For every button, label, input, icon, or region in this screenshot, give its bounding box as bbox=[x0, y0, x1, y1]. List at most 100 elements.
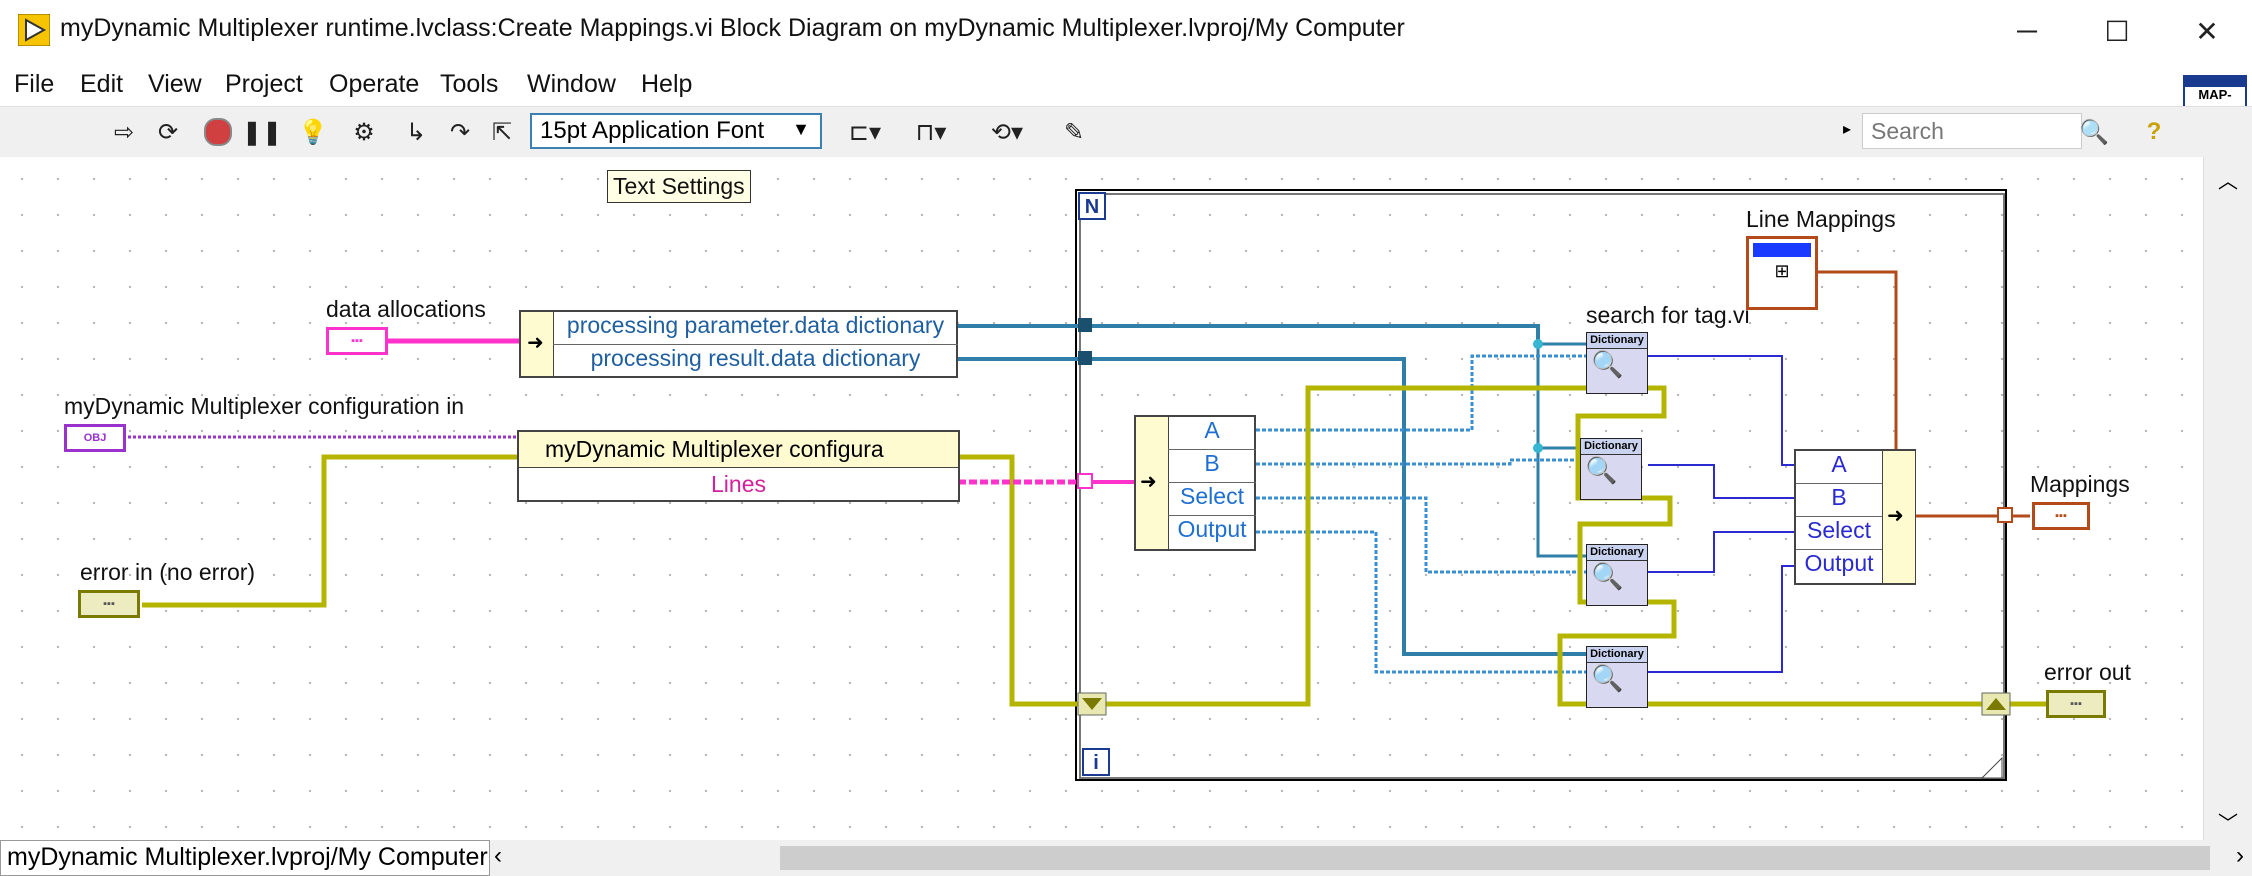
menu-operate[interactable]: Operate bbox=[329, 70, 420, 98]
unbundle-config-lines: Lines bbox=[711, 471, 766, 497]
dictionary-tunnel-2 bbox=[1078, 351, 1092, 365]
magnifier-icon: 🔍 bbox=[1591, 349, 1624, 379]
dictionary-wire-1 bbox=[958, 324, 1540, 344]
config-in-terminal[interactable]: OBJ bbox=[64, 424, 126, 452]
data-allocations-terminal[interactable]: ▪▪▪ bbox=[326, 327, 388, 355]
scroll-right-icon[interactable]: › bbox=[2236, 842, 2244, 869]
bundle-line-output: Output bbox=[1804, 550, 1874, 576]
mappings-terminal[interactable]: ▪▪▪ bbox=[2032, 502, 2090, 530]
step-into-icon[interactable]: ↳ bbox=[405, 118, 427, 146]
search-for-tag-subvi-4[interactable]: Dictionary🔍 bbox=[1586, 646, 1648, 708]
cleanup-diagram-icon[interactable]: ✎ bbox=[1063, 118, 1085, 146]
vertical-scrollbar[interactable]: ︿ ﹀ bbox=[2203, 157, 2252, 840]
pause-icon[interactable]: ❚❚ bbox=[241, 118, 283, 146]
dictionary-wire-2 bbox=[958, 357, 1586, 656]
search-expand-icon[interactable]: ▸ bbox=[1843, 121, 1852, 138]
junction-dot bbox=[1533, 443, 1543, 453]
menu-edit[interactable]: Edit bbox=[80, 70, 124, 98]
mappings-output-tunnel bbox=[1997, 507, 2013, 523]
context-status: myDynamic Multiplexer.lvproj/My Computer bbox=[0, 840, 490, 876]
unbundle-line-node[interactable]: ➜ A B Select Output bbox=[1134, 415, 1256, 551]
reorder-icon[interactable]: ⟲▾ bbox=[990, 118, 1024, 146]
unbundle-dictionary-node[interactable]: ➜ processing parameter.data dictionary p… bbox=[519, 310, 958, 378]
search-icon[interactable]: 🔍 bbox=[2079, 118, 2109, 146]
unbundle-line-select: Select bbox=[1168, 483, 1256, 516]
distribute-objects-icon[interactable]: ⊓▾ bbox=[915, 118, 947, 146]
tag-select-wire bbox=[1256, 496, 1586, 574]
menu-project[interactable]: Project bbox=[225, 70, 303, 98]
line-mappings-wire bbox=[1818, 270, 1898, 452]
menu-view[interactable]: View bbox=[148, 70, 202, 98]
step-out-icon[interactable]: ⇱ bbox=[491, 118, 513, 146]
scroll-up-icon[interactable]: ︿ bbox=[2218, 171, 2238, 193]
magnifier-icon: 🔍 bbox=[1591, 561, 1624, 591]
unbundle-arrow-icon: ➜ bbox=[521, 312, 554, 376]
unbundle-row-parameter: processing parameter.data dictionary bbox=[553, 312, 958, 345]
align-objects-icon[interactable]: ⊏▾ bbox=[848, 118, 882, 146]
out-output-wire bbox=[1648, 565, 1796, 673]
search-for-tag-label: search for tag.vi bbox=[1586, 302, 1750, 328]
subvi-header: Dictionary bbox=[1581, 439, 1641, 455]
title-bar: myDynamic Multiplexer runtime.lvclass:Cr… bbox=[0, 0, 2252, 63]
out-select-wire bbox=[1648, 531, 1796, 573]
abort-icon[interactable] bbox=[200, 115, 236, 149]
unbundle-arrow-icon: ➜ bbox=[1140, 471, 1157, 493]
search-for-tag-subvi-2[interactable]: Dictionary🔍 bbox=[1580, 438, 1642, 500]
subvi-header: Dictionary bbox=[1587, 647, 1647, 663]
unbundle-line-b: B bbox=[1168, 450, 1256, 483]
minimize-button[interactable]: ─ bbox=[2017, 15, 2037, 46]
subvi-header: Dictionary bbox=[1587, 333, 1647, 349]
loop-count-terminal[interactable]: N bbox=[1078, 192, 1106, 220]
labview-app-icon bbox=[18, 14, 50, 46]
for-loop-frame bbox=[1075, 189, 2007, 781]
error-in-label: error in (no error) bbox=[80, 559, 256, 585]
menu-tools[interactable]: Tools bbox=[440, 70, 499, 98]
line-mappings-constant[interactable]: ⊞ bbox=[1746, 236, 1818, 310]
menu-file[interactable]: File bbox=[14, 70, 55, 98]
subvi-header: Dictionary bbox=[1587, 545, 1647, 561]
config-in-label: myDynamic Multiplexer configuration in bbox=[64, 393, 465, 419]
search-for-tag-subvi-1[interactable]: Dictionary🔍 bbox=[1586, 332, 1648, 394]
error-out-terminal[interactable]: ▪▪▪ bbox=[2046, 690, 2106, 718]
bundle-arrow-icon: ➜ bbox=[1887, 505, 1904, 527]
dictionary-branch bbox=[1536, 344, 1586, 558]
retain-wire-values-icon[interactable]: ⚙ bbox=[353, 118, 375, 146]
text-settings-tooltip: Text Settings bbox=[607, 170, 751, 203]
line-mappings-label: Line Mappings bbox=[1746, 206, 1896, 232]
error-out-label: error out bbox=[2044, 659, 2131, 685]
search-placeholder: Search bbox=[1871, 118, 1944, 144]
font-select[interactable]: 15pt Application Font ▼ bbox=[530, 113, 822, 149]
error-wire-to-loop bbox=[958, 454, 1092, 707]
unbundle-config-node[interactable]: myDynamic Multiplexer configura Lines bbox=[517, 430, 960, 502]
chevron-down-icon: ▼ bbox=[792, 119, 810, 139]
unbundle-line-output: Output bbox=[1177, 516, 1247, 542]
lines-auto-index-tunnel bbox=[1077, 473, 1093, 489]
run-continuously-icon[interactable]: ⟳ bbox=[157, 118, 179, 146]
cluster-icon: ⊞ bbox=[1774, 261, 1790, 281]
run-arrow-icon[interactable]: ⇨ bbox=[113, 118, 135, 146]
loop-index-terminal[interactable]: i bbox=[1082, 748, 1110, 776]
menu-help[interactable]: Help bbox=[641, 70, 693, 98]
scroll-left-icon[interactable]: ‹ bbox=[494, 842, 502, 869]
font-select-value: 15pt Application Font bbox=[540, 117, 765, 144]
maximize-button[interactable]: ☐ bbox=[2104, 15, 2130, 47]
bundle-line-b: B bbox=[1796, 484, 1882, 517]
scroll-down-icon[interactable]: ﹀ bbox=[2218, 813, 2238, 835]
bundle-line-node[interactable]: A B Select Output ➜ bbox=[1794, 449, 1916, 585]
window-title: myDynamic Multiplexer runtime.lvclass:Cr… bbox=[60, 14, 1405, 42]
highlight-execution-icon[interactable]: 💡 bbox=[298, 118, 328, 146]
unbundle-config-class: myDynamic Multiplexer configura bbox=[519, 432, 958, 468]
menu-window[interactable]: Window bbox=[527, 70, 616, 98]
search-input[interactable]: Search bbox=[1862, 113, 2082, 149]
data-allocations-label: data allocations bbox=[326, 296, 486, 322]
unbundle-row-result: processing result.data dictionary bbox=[590, 345, 921, 371]
bundle-line-select: Select bbox=[1796, 517, 1882, 550]
help-icon[interactable]: ? bbox=[2146, 118, 2162, 145]
error-in-terminal[interactable]: ▪▪▪ bbox=[78, 590, 140, 618]
loop-resize-corner bbox=[1980, 756, 2003, 779]
search-for-tag-subvi-3[interactable]: Dictionary🔍 bbox=[1586, 544, 1648, 606]
step-over-icon[interactable]: ↷ bbox=[449, 118, 471, 146]
close-button[interactable]: ✕ bbox=[2195, 15, 2219, 47]
horizontal-scroll-thumb[interactable] bbox=[780, 846, 2210, 870]
